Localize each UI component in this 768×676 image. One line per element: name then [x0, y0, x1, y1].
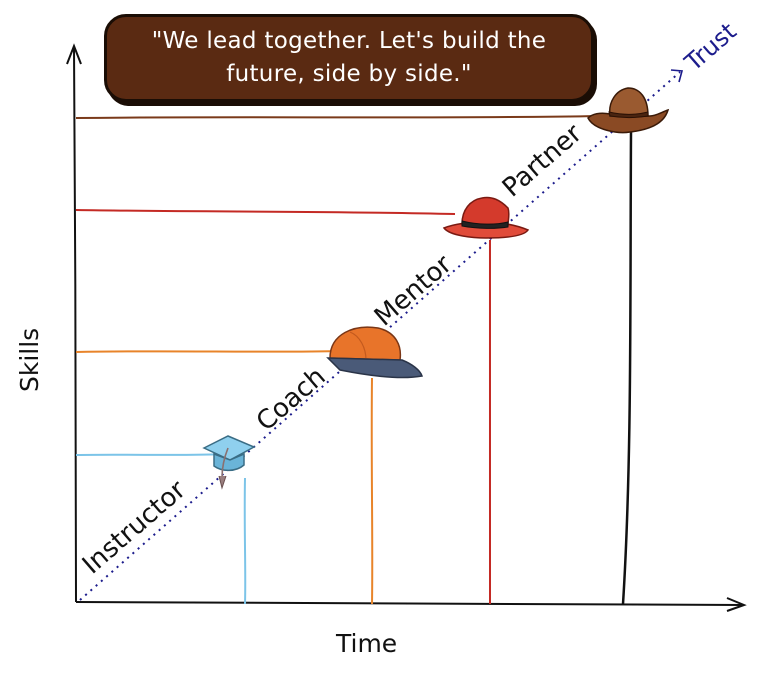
partner-horizontal-line [75, 115, 601, 119]
instructor-label: Instructor [77, 475, 192, 581]
quote-text: "We lead together. Let's build the futur… [151, 28, 547, 87]
y-axis [73, 45, 77, 603]
cowboy-hat-icon [587, 87, 670, 134]
x-axis [75, 601, 745, 606]
mentor-vertical-line [488, 239, 492, 605]
x-axis-label: Time [335, 629, 397, 658]
trust-label: Trust [679, 17, 742, 77]
coach-guides [75, 350, 374, 605]
mentor-horizontal-line [75, 209, 456, 215]
x-axis-arrow-icon [726, 597, 747, 612]
fedora-icon [442, 196, 530, 239]
mentor-guides [75, 209, 492, 605]
instructor-vertical-line [243, 477, 247, 605]
mentor-label: Mentor [369, 249, 458, 332]
partner-label: Partner [497, 118, 588, 203]
coach-horizontal-line [75, 350, 346, 353]
partner-guides [75, 115, 601, 119]
y-axis-label: Skills [15, 328, 44, 392]
quote-box: "We lead together. Let's build the futur… [104, 14, 594, 102]
instructor-horizontal-line [75, 453, 231, 456]
coach-vertical-line [370, 377, 374, 605]
baseball-cap-icon [326, 326, 423, 379]
instructor-guides [75, 453, 247, 605]
trust-arrow-icon [670, 69, 684, 83]
graduation-cap-icon [202, 435, 256, 490]
partner-vertical-line [621, 131, 633, 605]
y-axis-arrow-icon [66, 43, 82, 65]
coach-label: Coach [251, 362, 332, 438]
